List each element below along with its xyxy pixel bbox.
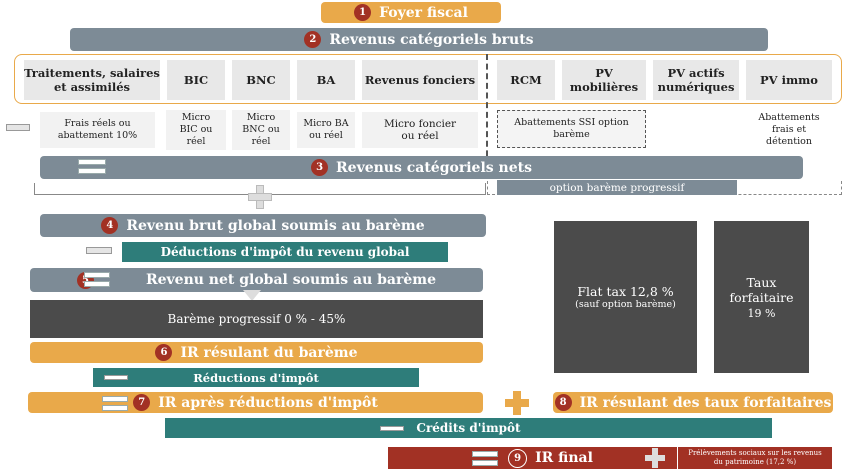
reductions-label: Réductions d'impôt <box>193 370 319 385</box>
category-box: Revenus fonciers <box>362 60 478 100</box>
step-label: IR résulant des taux forfaitaires <box>579 394 832 411</box>
taux-forfaitaire-box: Taux forfaitaire 19 % <box>714 221 809 373</box>
step-number: 1 <box>354 4 372 21</box>
category-box: BNC <box>232 60 290 100</box>
category-box: BA <box>297 60 355 100</box>
taux-forfaitaire-rate: 19 % <box>747 306 776 320</box>
step-label: IR résulant du barème <box>180 344 358 361</box>
adjustment-box: Frais réels ou abattement 10% <box>40 112 155 148</box>
step-6-ir-bareme: 6 IR résulant du barème <box>30 342 483 363</box>
step-3-revenus-nets: 3 Revenus catégoriels nets <box>40 156 803 179</box>
step-7-ir-apres-reductions: 7 IR après réductions d'impôt <box>28 392 483 413</box>
equals-sign <box>84 272 110 287</box>
step-number: 2 <box>304 31 322 48</box>
step-1-foyer-fiscal: 1 Foyer fiscal <box>321 2 501 23</box>
prelevements-sociaux-box: Prélèvements sociaux sur les revenus du … <box>678 447 832 469</box>
credits-label: Crédits d'impôt <box>416 421 521 435</box>
flat-tax-note: (sauf option barème) <box>575 299 676 310</box>
category-box: PV immo <box>746 60 832 100</box>
adjustment-box: Abattements frais et détention <box>744 110 834 150</box>
category-box: PV mobilières <box>562 60 646 100</box>
step-number: 3 <box>311 159 329 176</box>
categories-separator <box>486 54 488 166</box>
plus-sign <box>248 185 272 209</box>
deductions-bar: Déductions d'impôt du revenu global <box>122 242 448 262</box>
step-label: IR final <box>535 450 593 466</box>
reductions-bar: Réductions d'impôt <box>93 368 419 387</box>
step-number: 6 <box>155 344 173 361</box>
equals-sign <box>102 396 128 411</box>
equals-sign <box>78 159 106 174</box>
adjustment-box: Micro BIC ou réel <box>166 110 226 150</box>
bareme-bar: Barème progressif 0 % - 45% <box>30 300 483 338</box>
step-2-revenus-bruts: 2 Revenus catégoriels bruts <box>70 28 768 51</box>
minus-sign <box>380 426 404 431</box>
step-number: 4 <box>101 217 119 234</box>
minus-sign <box>6 124 30 131</box>
category-box: RCM <box>497 60 555 100</box>
flat-tax-title: Flat tax 12,8 % <box>577 284 674 299</box>
arrow-down-icon <box>243 290 261 301</box>
equals-sign <box>472 450 499 466</box>
adjustment-box: Micro BA ou réel <box>297 112 355 148</box>
step-label: Revenus catégoriels nets <box>336 159 532 176</box>
adjustment-box: Micro BNC ou réel <box>232 110 290 150</box>
adjustment-box-dashed: Abattements SSI option barème <box>497 110 646 148</box>
plus-sign <box>645 448 665 468</box>
option-bareme-label: option barème progressif <box>497 180 737 195</box>
step-number: 7 <box>133 394 151 411</box>
category-box: Traitements, salaires et assimilés <box>24 60 160 100</box>
step-label: Revenus catégoriels bruts <box>329 31 534 48</box>
minus-sign <box>86 247 112 254</box>
step-label: IR après réductions d'impôt <box>158 394 378 411</box>
plus-sign <box>505 391 529 415</box>
step-5-revenu-net-global: 5 Revenu net global soumis au barème <box>30 268 483 292</box>
minus-sign <box>104 375 128 380</box>
step-number: 8 <box>554 394 572 411</box>
taux-forfaitaire-title: Taux forfaitaire <box>729 274 794 305</box>
flat-tax-box: Flat tax 12,8 % (sauf option barème) <box>554 221 697 373</box>
credits-bar: Crédits d'impôt <box>165 418 772 438</box>
step-9-ir-final: 9 IR final <box>388 447 677 469</box>
categories-frame <box>14 54 842 104</box>
step-8-ir-taux-forfaitaires: 8 IR résulant des taux forfaitaires <box>553 392 833 413</box>
adjustment-box: Micro foncier ou réel <box>362 112 478 148</box>
category-box: BIC <box>167 60 225 100</box>
step-number: 9 <box>508 448 528 468</box>
step-label: Revenu net global soumis au barème <box>145 272 436 288</box>
step-4-revenu-brut-global: 4 Revenu brut global soumis au barème <box>40 214 486 237</box>
category-box: PV actifs numériques <box>653 60 739 100</box>
step-label: Revenu brut global soumis au barème <box>126 217 425 234</box>
step-label: Foyer fiscal <box>379 4 468 21</box>
